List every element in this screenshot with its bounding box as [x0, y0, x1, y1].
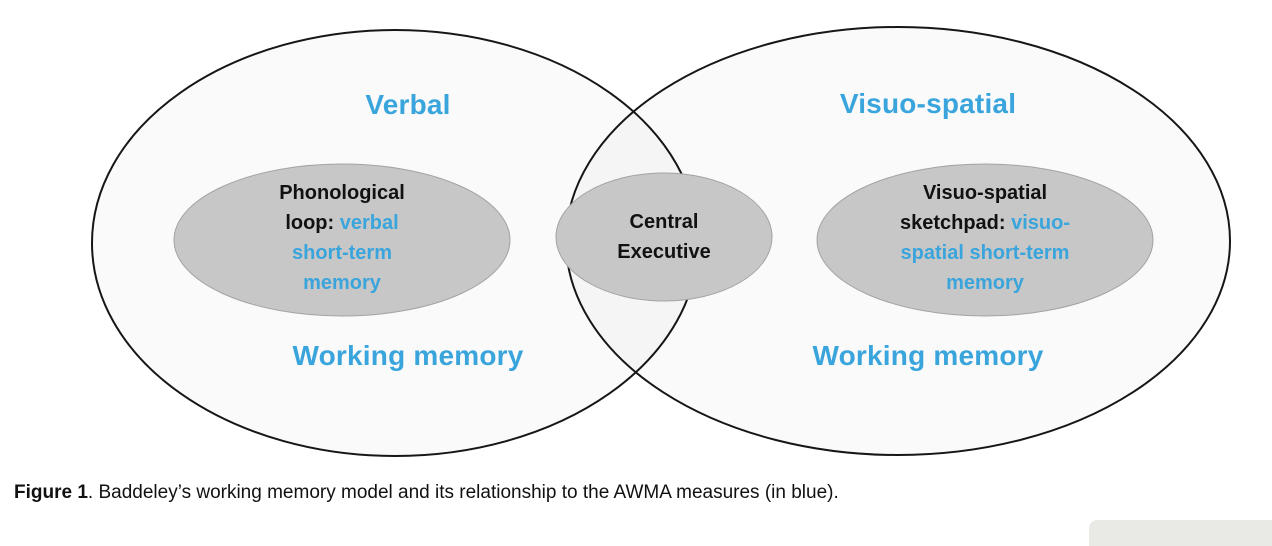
- left-circle-bottom-label: Working memory: [292, 340, 524, 371]
- phonological-loop-black-text: Phonological loop:: [279, 182, 405, 234]
- right-circle-bottom-label: Working memory: [812, 340, 1044, 371]
- central-executive-text: Central Executive: [617, 211, 711, 263]
- figure-caption-text: . Baddeley’s working memory model and it…: [87, 482, 839, 503]
- visuo-spatial-sketchpad-text: Visuo-spatial sketchpad: visuo-spatial s…: [897, 178, 1073, 298]
- figure-caption: Figure 1. Baddeley’s working memory mode…: [14, 482, 839, 504]
- phonological-loop-text: Phonological loop: verbal short-term mem…: [262, 178, 422, 298]
- right-circle-top-label: Visuo-spatial: [839, 88, 1017, 119]
- figure-caption-label: Figure 1: [14, 482, 88, 503]
- phonological-loop-ellipse: [173, 163, 511, 317]
- visuo-spatial-black-text: Visuo-spatial sketchpad:: [899, 182, 1048, 234]
- background-window-corner: [1089, 520, 1272, 546]
- central-executive-ellipse: [555, 172, 773, 302]
- phonological-loop-blue-text: verbal short-term memory: [291, 212, 399, 294]
- visuo-spatial-blue-text: visuo-spatial short-term memory: [900, 212, 1071, 294]
- visuo-spatial-sketchpad-ellipse: [816, 163, 1154, 317]
- left-circle-top-label: Verbal: [365, 89, 451, 120]
